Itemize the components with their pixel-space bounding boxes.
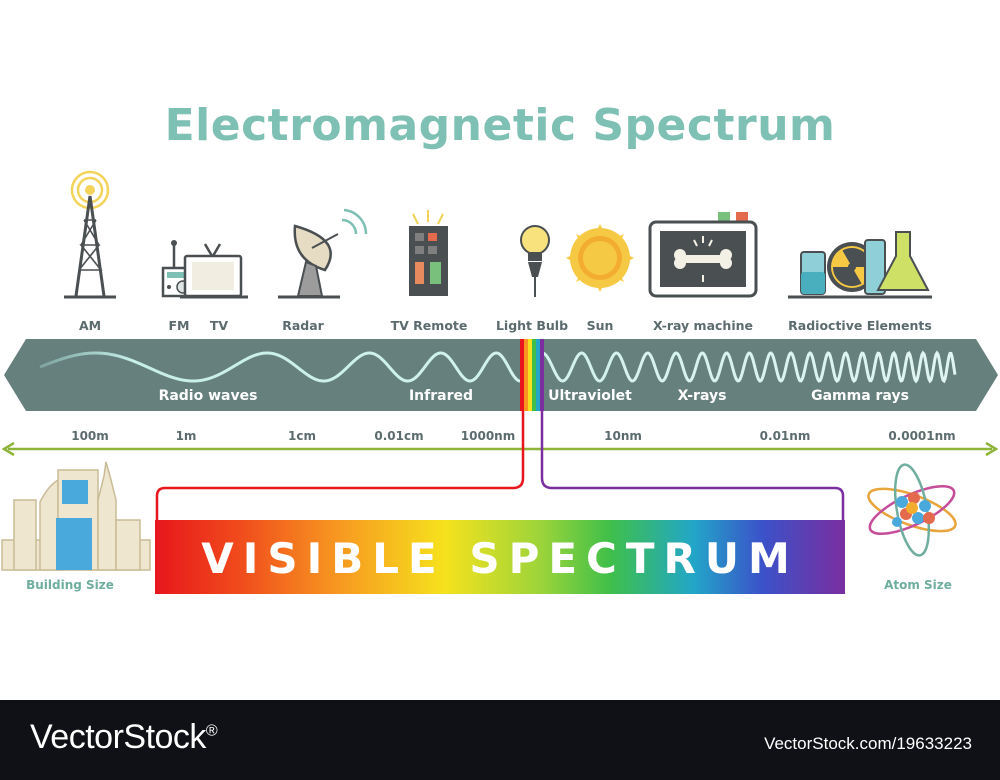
source-label-am: AM	[78, 318, 102, 333]
building-size-label: Building Size	[26, 578, 114, 592]
source-label-light-bulb: Light Bulb	[495, 318, 569, 333]
source-label-tv-remote: TV Remote	[390, 318, 468, 333]
wavelength-label: 0.01nm	[759, 429, 811, 443]
wavelength-label: 0.01cm	[374, 429, 424, 443]
source-label-radar: Radar	[282, 318, 324, 333]
brand-logo: VectorStock®	[30, 718, 218, 756]
size-icons	[1, 461, 957, 571]
connector-violet	[540, 411, 845, 522]
band-radio-waves: Radio waves	[158, 388, 258, 404]
band-infrared: Infrared	[408, 388, 474, 404]
buildings-icon	[1, 461, 151, 571]
image-reference: VectorStock.com/19633223	[764, 734, 972, 753]
atom-size-label: Atom Size	[884, 578, 952, 592]
sun-icon	[566, 224, 634, 292]
source-label-tv: TV	[209, 318, 229, 333]
spectrum-band	[1, 339, 999, 522]
band-gamma-rays: Gamma rays	[811, 388, 909, 404]
wavelength-label: 1m	[175, 429, 197, 443]
page-title: Electromagnetic Spectrum	[164, 100, 836, 151]
band-x-rays: X-rays	[677, 388, 727, 404]
source-label-fm: FM	[168, 318, 190, 333]
source-icons	[64, 170, 932, 299]
wavelength-label: 10nm	[604, 429, 642, 443]
radioactive-elements-icon	[788, 231, 932, 299]
television-icon	[180, 243, 248, 299]
wavelength-label: 0.0001nm	[888, 429, 956, 443]
wave-line	[39, 350, 957, 384]
source-label-radioactive: Radioctive Elements	[788, 318, 932, 333]
wavelength-label: 1000nm	[460, 429, 516, 443]
visible-spectrum-label: VISIBLE SPECTRUM	[201, 534, 799, 583]
wavelength-label: 100m	[71, 429, 109, 443]
wavelength-label: 1cm	[288, 429, 316, 443]
connector-red	[155, 411, 525, 522]
source-label-sun: Sun	[586, 318, 614, 333]
source-label-xray: X-ray machine	[653, 318, 753, 333]
xray-machine-icon	[648, 212, 758, 298]
watermark-footer: VectorStock® VectorStock.com/19633223	[0, 700, 1000, 780]
satellite-dish-icon	[278, 208, 368, 299]
visible-spectrum-bar: VISIBLE SPECTRUM	[155, 520, 845, 594]
band-ultraviolet: Ultraviolet	[548, 388, 632, 404]
light-bulb-icon	[520, 225, 550, 297]
radio-tower-icon	[64, 170, 116, 299]
remote-control-icon	[409, 210, 448, 296]
atom-icon	[867, 463, 957, 557]
